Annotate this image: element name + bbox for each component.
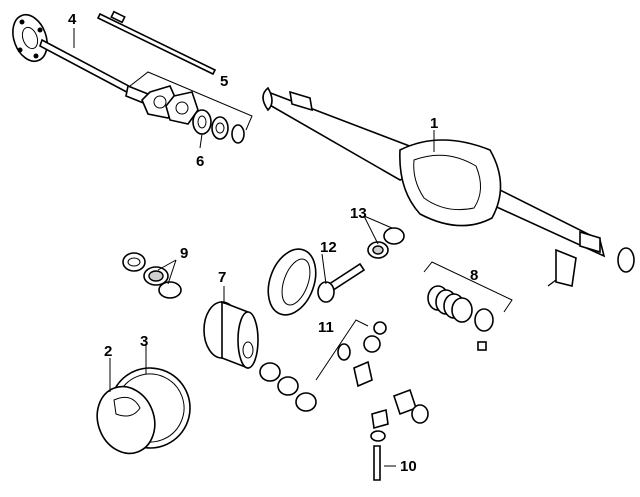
differential-case-part[interactable] [203, 300, 259, 370]
shim-pack-part[interactable] [427, 285, 494, 351]
cover-gasket-part[interactable] [88, 357, 201, 462]
axle-housing-part[interactable] [262, 86, 635, 287]
cross-shaft-part[interactable] [373, 445, 381, 481]
bearing-retainer-group[interactable] [141, 85, 245, 144]
ring-pinion-gear-part[interactable] [260, 243, 366, 322]
callout-7: 7 [218, 269, 226, 286]
carrier-bearing-part[interactable] [259, 362, 317, 412]
callout-3: 3 [140, 333, 148, 350]
callout-lines [73, 28, 435, 467]
callout-4: 4 [68, 11, 77, 28]
pinion-bearing-part[interactable] [122, 252, 182, 299]
pinion-outer-bearing-part[interactable] [367, 227, 405, 259]
callout-11: 11 [318, 319, 334, 336]
callout-6: 6 [196, 153, 204, 170]
long-rod-part[interactable] [96, 10, 217, 76]
callout-10: 10 [400, 458, 417, 475]
side-gears-part[interactable] [337, 321, 387, 388]
callout-12: 12 [320, 239, 337, 256]
pinion-gears-part[interactable] [370, 388, 429, 442]
callout-13: 13 [350, 205, 367, 222]
callout-1: 1 [430, 115, 438, 132]
bracket-5 [129, 71, 253, 131]
axle-shaft-part[interactable] [7, 10, 149, 106]
callout-8: 8 [470, 267, 478, 284]
callout-5: 5 [220, 73, 228, 90]
callout-2: 2 [104, 343, 112, 360]
callout-9: 9 [180, 245, 188, 262]
bracket-8 [423, 261, 513, 313]
bracket-11 [315, 319, 369, 381]
